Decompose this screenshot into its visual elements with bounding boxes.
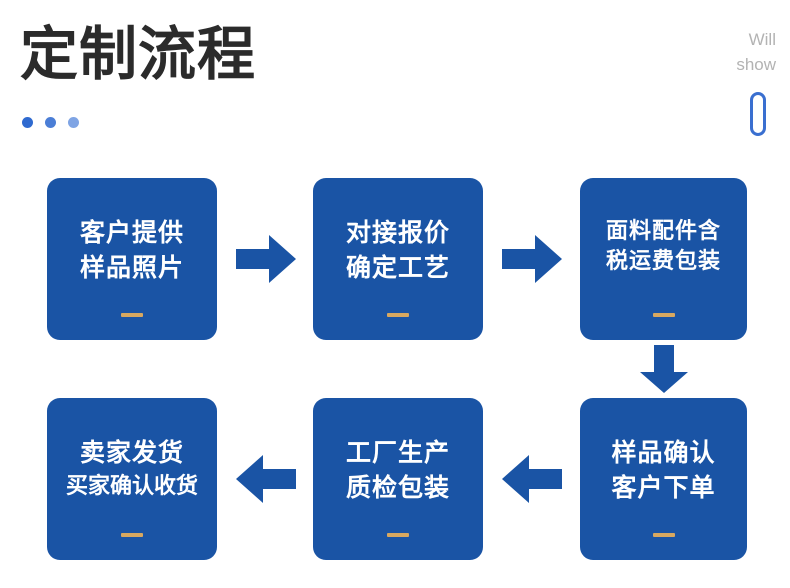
dot-3-icon [68,117,79,128]
flow-step-5-dash [387,533,409,537]
dot-1-icon [22,117,33,128]
flow-step-4-text: 样品确认 客户下单 [580,436,747,505]
arrow-3-down-icon [638,345,690,393]
flow-step-6[interactable]: 卖家发货 买家确认收货 [47,398,217,560]
flow-step-5-text: 工厂生产 质检包装 [313,436,483,505]
flow-step-4[interactable]: 样品确认 客户下单 [580,398,747,560]
flow-step-6-text: 卖家发货 买家确认收货 [47,436,217,501]
flow-step-4-line-2: 客户下单 [611,473,716,502]
flow-step-3-line-2: 税运费包装 [605,248,721,274]
flow-step-2-line-2: 确定工艺 [345,253,450,282]
flow-step-3-dash [652,313,675,317]
flow-step-1-dash [121,313,143,317]
flow-step-2-line-1: 对接报价 [345,219,450,247]
flow-step-5-line-2: 质检包装 [345,473,450,502]
pill-outline-icon [750,92,766,136]
flow-step-1-text: 客户提供 样品照片 [47,216,217,285]
arrow-1-right-icon [236,233,296,285]
flow-step-1-line-1: 客户提供 [79,219,184,247]
flow-step-3[interactable]: 面料配件含 税运费包装 [580,178,747,340]
corner-note: Will show [736,28,776,77]
flow-step-1-line-2: 样品照片 [79,253,184,282]
flow-step-6-dash [121,533,143,537]
decorative-dots [22,117,79,128]
arrow-4-left-icon [502,453,562,505]
flow-step-6-line-2: 买家确认收货 [65,472,198,498]
flow-step-4-dash [652,533,675,537]
dot-2-icon [45,117,56,128]
flow-step-4-line-1: 样品确认 [611,439,716,467]
corner-note-line-1: Will [748,30,776,49]
flow-step-5-line-1: 工厂生产 [345,439,450,467]
flow-step-5[interactable]: 工厂生产 质检包装 [313,398,483,560]
flow-step-2[interactable]: 对接报价 确定工艺 [313,178,483,340]
flow-step-2-dash [387,313,409,317]
page-title: 定制流程 [20,22,257,87]
flow-step-1[interactable]: 客户提供 样品照片 [47,178,217,340]
flow-step-6-line-1: 卖家发货 [79,439,184,467]
arrow-5-left-icon [236,453,296,505]
corner-note-line-2: show [736,54,776,74]
arrow-2-right-icon [502,233,562,285]
flow-step-2-text: 对接报价 确定工艺 [313,216,483,285]
flow-step-3-text: 面料配件含 税运费包装 [580,216,747,277]
flow-step-3-line-1: 面料配件含 [605,218,721,243]
